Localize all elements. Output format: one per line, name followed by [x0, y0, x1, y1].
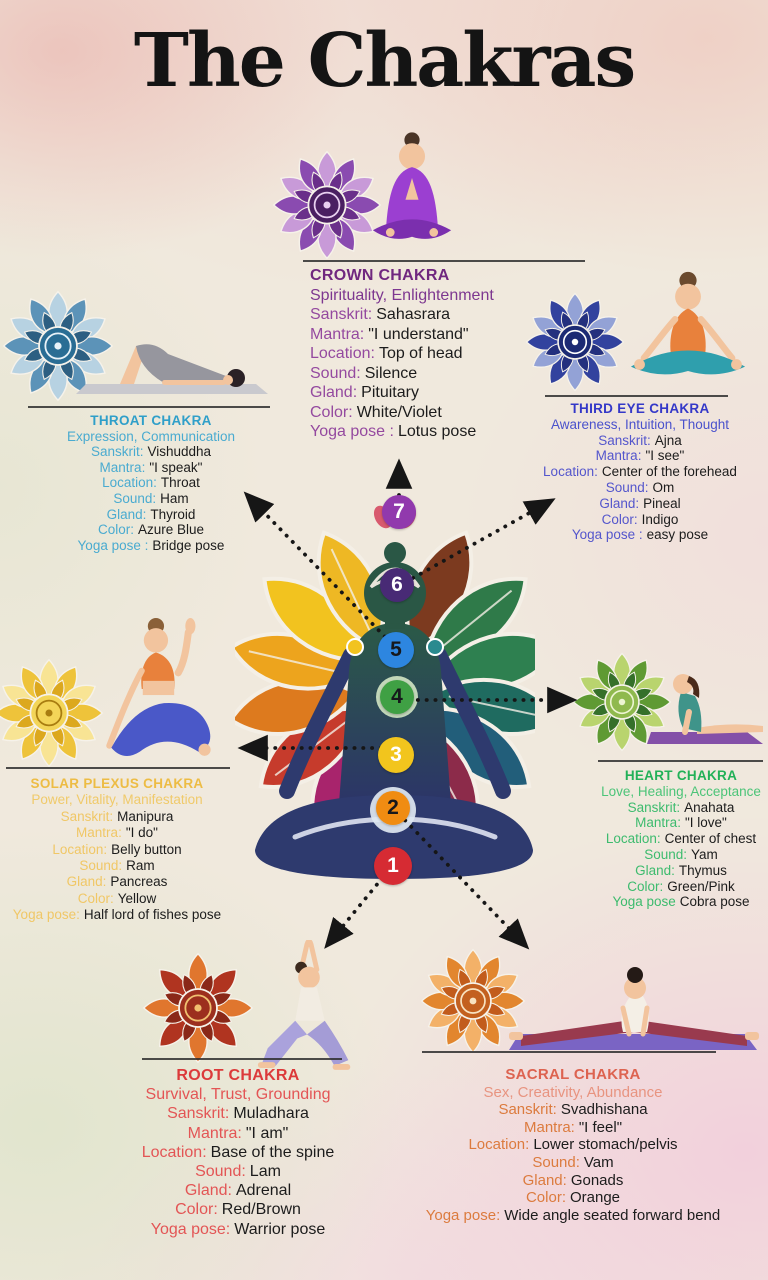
half-lord-of-fishes-pose-figure	[106, 618, 211, 757]
third-eye-row-yoga-pose: Yoga pose :easy pose	[571, 527, 709, 543]
wide-angle-seated-forward-bend-figure	[509, 967, 759, 1050]
third-eye-row-sanskrit: Sanskrit:Ajna	[598, 432, 682, 448]
third-eye-chakra-title: THIRD EYE CHAKRA	[570, 401, 710, 416]
third-eye-chakra-subtitle: Awareness, Intuition, Thought	[550, 416, 730, 432]
solar-plexus-row-gland: Gland:Pancreas	[66, 874, 168, 890]
crown-separator	[303, 260, 585, 262]
third-eye-row-gland: Gland:Pineal	[599, 495, 681, 511]
heart-row-mantra: Mantra:"I love"	[635, 815, 727, 831]
sacral-row-gland: Gland:Gonads	[522, 1171, 624, 1189]
solar-plexus-chakra-subtitle: Power, Vitality, Manifestation	[31, 792, 203, 808]
root-row-color: Color:Red/Brown	[175, 1201, 301, 1219]
heart-row-sanskrit: Sanskrit:Anahata	[627, 799, 735, 815]
sacral-row-sanskrit: Sanskrit:Svadhishana	[498, 1101, 648, 1119]
heart-mandala-icon	[572, 652, 672, 752]
sacral-row-location: Location:Lower stomach/pelvis	[468, 1136, 678, 1154]
heart-chakra-text-block: HEART CHAKRA Love, Healing, Acceptance S…	[594, 768, 768, 910]
root-row-mantra: Mantra:"I am"	[187, 1124, 289, 1142]
lotus-pose-figure	[372, 132, 452, 239]
crown-lotus-mandala-icon	[272, 150, 382, 260]
crown-chakra-text-block: CROWN CHAKRA Spirituality, Enlightenment…	[310, 266, 595, 442]
solar-plexus-mandala-icon	[0, 658, 104, 768]
solar-plexus-row-location: Location:Belly button	[52, 841, 182, 857]
throat-chakra-subtitle: Expression, Communication	[66, 428, 236, 444]
chakra-number-badge-1: 1	[374, 847, 412, 885]
root-row-yoga-pose: Yoga pose:Warrior pose	[150, 1220, 326, 1238]
root-mandala-icon	[142, 952, 254, 1064]
third-eye-row-mantra: Mantra:"I see"	[595, 448, 685, 464]
throat-row-location: Location:Throat	[102, 475, 200, 491]
chakra-number-badge-7: 7	[382, 495, 416, 529]
chakra-number-badge-4: 4	[380, 680, 414, 714]
root-separator	[142, 1058, 342, 1060]
solar-plexus-row-yoga-pose: Yoga pose:Half lord of fishes pose	[12, 907, 222, 923]
solar-plexus-chakra-title: SOLAR PLEXUS CHAKRA	[30, 776, 204, 791]
easy-pose-figure	[630, 271, 746, 375]
third-eye-chakra-text-block: THIRD EYE CHAKRA Awareness, Intuition, T…	[512, 401, 768, 543]
third-eye-row-sound: Sound:Om	[605, 479, 675, 495]
cobra-pose-figure	[647, 674, 763, 744]
sacral-chakra-title: SACRAL CHAKRA	[505, 1066, 641, 1083]
throat-chakra-text-block: THROAT CHAKRA Expression, Communication …	[12, 413, 290, 553]
root-row-gland: Gland:Adrenal	[184, 1182, 292, 1200]
page-title: The Chakras	[133, 18, 636, 104]
bridge-pose-figure	[76, 344, 268, 394]
throat-mandala-icon	[2, 290, 114, 402]
crown-row-mantra: Mantra:"I understand"	[310, 325, 469, 343]
chakra-number-badge-5: 5	[378, 632, 414, 668]
sacral-chakra-subtitle: Sex, Creativity, Abundance	[483, 1083, 663, 1101]
throat-row-gland: Gland:Thyroid	[106, 506, 196, 522]
chakra-number-badge-2: 2	[376, 791, 410, 825]
warrior-pose-figure	[257, 940, 351, 1070]
solar-plexus-row-mantra: Mantra:"I do"	[76, 825, 158, 841]
solar-plexus-chakra-text-block: SOLAR PLEXUS CHAKRA Power, Vitality, Man…	[0, 776, 234, 924]
heart-row-color: Color:Green/Pink	[627, 878, 735, 894]
root-chakra-title: ROOT CHAKRA	[176, 1067, 300, 1084]
heart-chakra-subtitle: Love, Healing, Acceptance	[601, 783, 761, 799]
root-row-sanskrit: Sanskrit:Muladhara	[167, 1105, 309, 1123]
solar-plexus-row-color: Color:Yellow	[77, 890, 157, 906]
solar-plexus-separator	[6, 767, 230, 769]
throat-row-color: Color:Azure Blue	[97, 522, 205, 538]
chakra-number-badge-3: 3	[378, 737, 414, 773]
third-eye-row-location: Location:Center of the forehead	[543, 464, 737, 480]
sacral-row-color: Color:Orange	[525, 1189, 621, 1207]
heart-row-gland: Gland:Thymus	[635, 862, 727, 878]
crown-row-sound: Sound:Silence	[310, 364, 418, 382]
crown-row-sanskrit: Sanskrit:Sahasrara	[310, 306, 451, 323]
crown-chakra-subtitle: Spirituality, Enlightenment	[310, 286, 494, 304]
third-eye-separator	[545, 395, 728, 397]
sacral-mandala-icon	[420, 948, 526, 1054]
crown-row-color: Color:White/Violet	[310, 403, 442, 421]
sacral-separator	[422, 1051, 716, 1053]
crown-row-location: Location:Top of head	[310, 345, 463, 362]
heart-row-location: Location:Center of chest	[605, 831, 757, 847]
solar-plexus-row-sound: Sound:Ram	[79, 858, 155, 874]
sacral-row-mantra: Mantra:"I feel"	[523, 1118, 623, 1136]
root-chakra-text-block: ROOT CHAKRA Survival, Trust, Grounding S…	[128, 1066, 348, 1239]
sacral-row-sound: Sound:Vam	[532, 1153, 614, 1171]
throat-separator	[28, 406, 270, 408]
throat-row-yoga-pose: Yoga pose :Bridge pose	[77, 537, 225, 553]
third-eye-mandala-icon	[518, 292, 632, 392]
heart-chakra-title: HEART CHAKRA	[624, 768, 738, 783]
chakra-number-badge-6: 6	[380, 568, 414, 602]
sacral-chakra-text-block: SACRAL CHAKRA Sex, Creativity, Abundance…	[406, 1066, 740, 1224]
crown-row-gland: Gland:Pituitary	[310, 384, 419, 401]
root-row-sound: Sound:Lam	[195, 1163, 281, 1181]
throat-chakra-title: THROAT CHAKRA	[90, 413, 212, 428]
solar-plexus-row-sanskrit: Sanskrit:Manipura	[60, 808, 174, 824]
root-row-location: Location:Base of the spine	[141, 1143, 335, 1161]
crown-chakra-title: CROWN CHAKRA	[310, 267, 450, 284]
sacral-row-yoga-pose: Yoga pose:Wide angle seated forward bend	[425, 1206, 721, 1224]
throat-row-mantra: Mantra:"I speak"	[99, 459, 203, 475]
crown-row-yoga-pose: Yoga pose :Lotus pose	[310, 423, 477, 440]
third-eye-row-color: Color:Indigo	[601, 511, 679, 527]
root-chakra-subtitle: Survival, Trust, Grounding	[145, 1086, 331, 1104]
throat-row-sanskrit: Sanskrit:Vishuddha	[90, 444, 212, 460]
throat-row-sound: Sound:Ham	[113, 490, 189, 506]
heart-separator	[598, 760, 763, 762]
heart-row-sound: Sound:Yam	[644, 846, 718, 862]
